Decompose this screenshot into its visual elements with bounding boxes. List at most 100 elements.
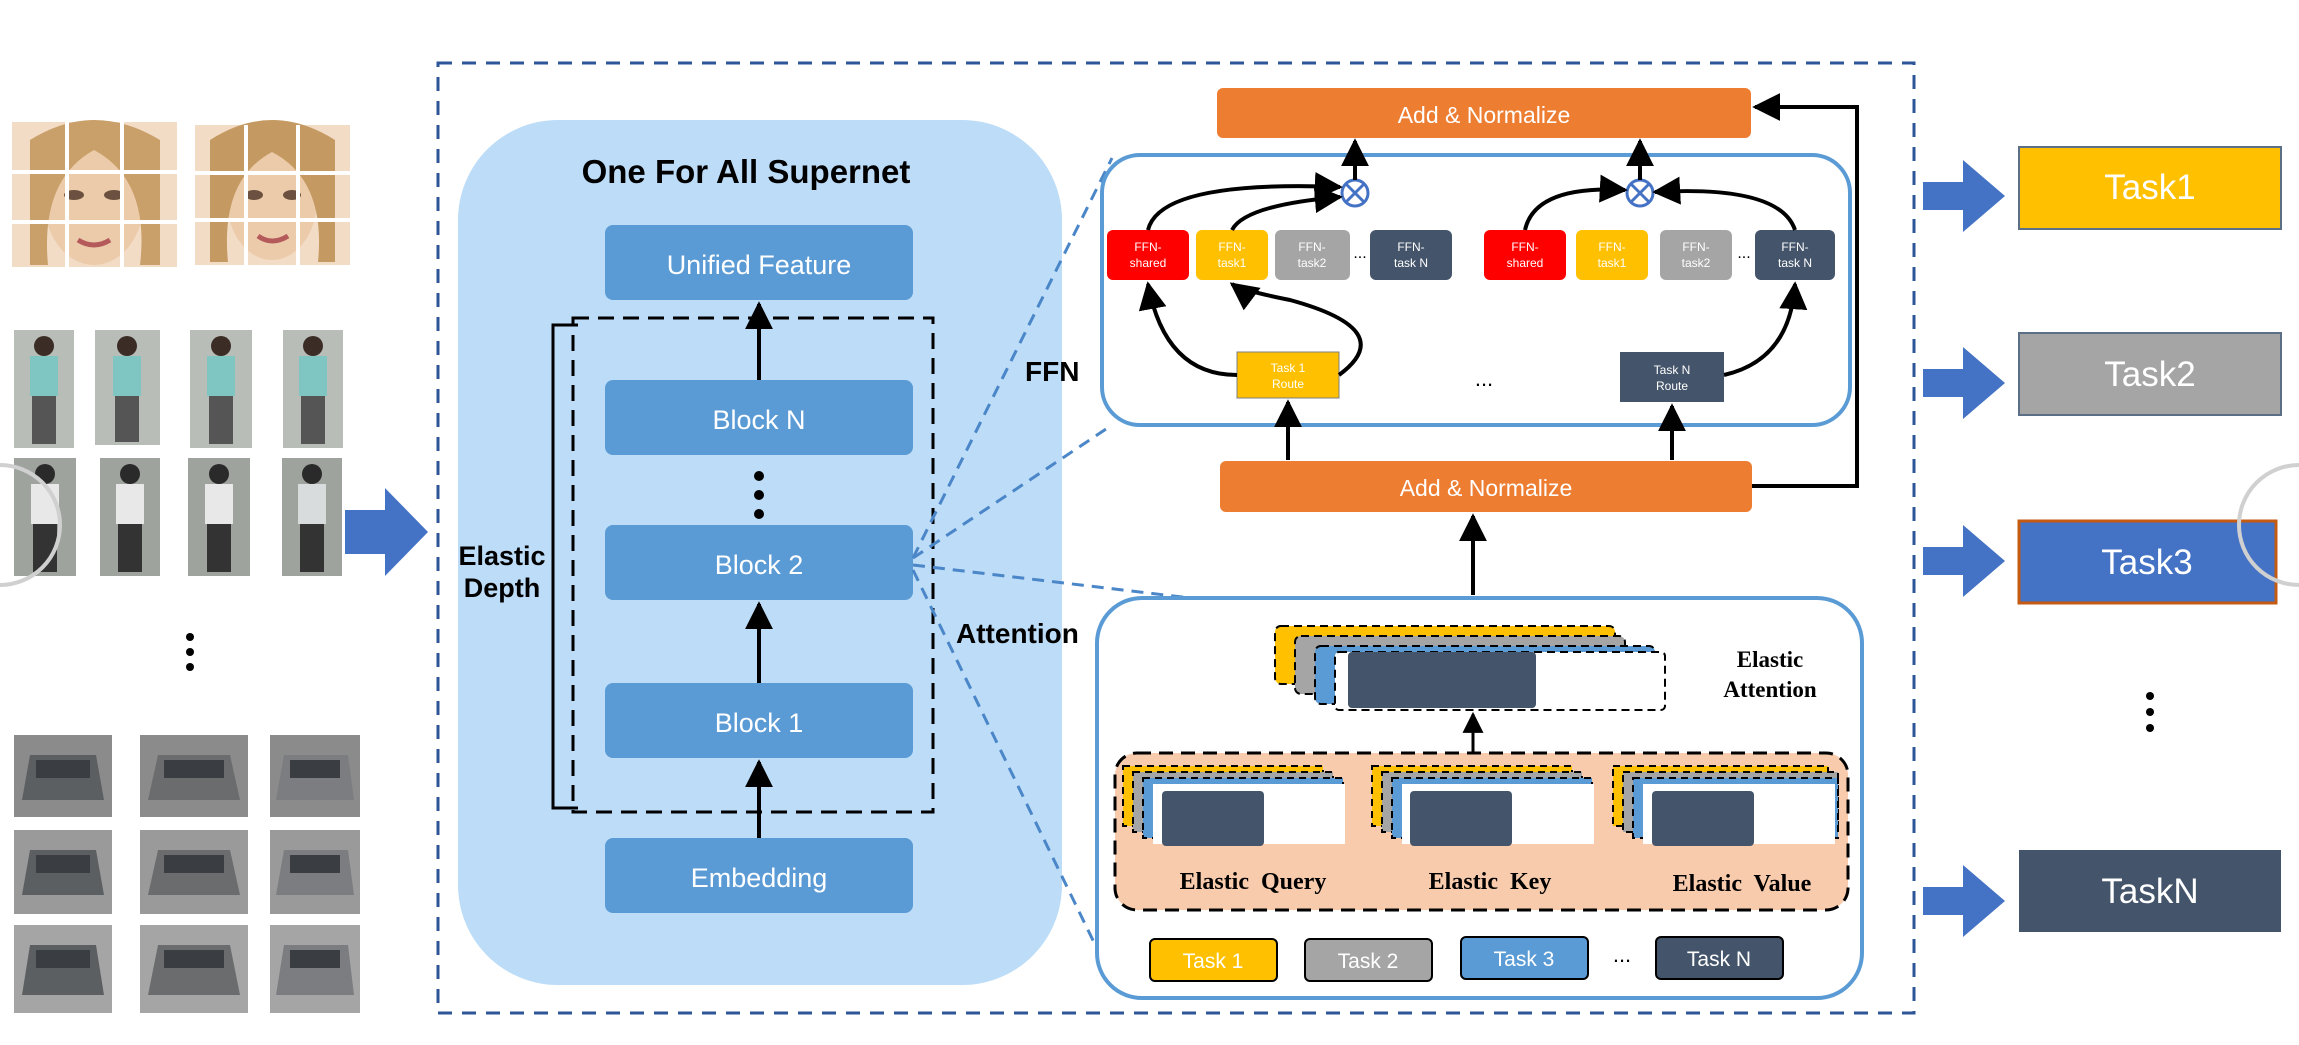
add-normalize-mid-label: Add & Normalize — [1400, 475, 1573, 501]
legend-task-n: Task N — [1687, 948, 1751, 971]
task3-label: Task3 — [2101, 543, 2192, 582]
task2-label: Task2 — [2104, 355, 2195, 394]
model-frame — [436, 61, 1916, 1015]
ffn-right-taskn-l2: task N — [1778, 256, 1812, 270]
elastic-depth-label-2: Depth — [464, 573, 541, 603]
arrow-shared-to-mult — [1146, 172, 1343, 231]
taskn-route-l2: Route — [1656, 379, 1688, 393]
multiply-node-left — [1340, 178, 1370, 208]
elastic-depth-label-1: Elastic — [458, 541, 545, 571]
arrow-shared-r-to-mult — [1523, 174, 1628, 231]
ffn-label: FFN — [1025, 356, 1079, 387]
ffn-right-ellipsis: ... — [1737, 245, 1750, 262]
task2-box — [2018, 332, 2282, 416]
ffn-right-task2-l2: task2 — [1682, 256, 1711, 270]
attention-label: Attention — [956, 618, 1079, 649]
block-dots — [754, 471, 764, 519]
task1-route-l2: Route — [1272, 377, 1304, 391]
person-images-row-2 — [14, 458, 342, 576]
task1-box — [2018, 146, 2282, 230]
legend-task-3: Task 3 — [1494, 948, 1555, 971]
zoom-lines — [911, 157, 1191, 966]
input-more-dots — [186, 633, 194, 671]
ffn-left-task1-l1: FFN- — [1218, 240, 1245, 254]
task1-route-l1: Task 1 — [1271, 361, 1306, 375]
block-1-box — [605, 683, 913, 758]
task3-arrow — [1923, 525, 2005, 597]
ffn-left-experts: FFN- shared FFN- task1 FFN- task2 FFN- t… — [1107, 230, 1452, 280]
ffn-right-task1-l2: task1 — [1598, 256, 1627, 270]
ffn-left-task1-l2: task1 — [1218, 256, 1247, 270]
arrow-residual — [1750, 93, 1859, 488]
ffn-right-shared-l2: shared — [1507, 256, 1544, 270]
ffn-left-task2-l2: task2 — [1298, 256, 1327, 270]
add-normalize-mid-box — [1220, 461, 1752, 512]
supernet-panel: One For All Supernet Unified Feature Blo… — [458, 120, 1062, 985]
elastic-attention-l1: Elastic — [1737, 647, 1803, 672]
ffn-left-taskn-l1: FFN- — [1397, 240, 1424, 254]
taskn-route-box — [1620, 352, 1724, 402]
elastic-value-stack — [1612, 765, 1839, 846]
elastic-key-stack — [1371, 765, 1594, 846]
output-tasks: Task1 Task2 Task3 TaskN — [1923, 146, 2299, 937]
ffn-right-taskn-l1: FFN- — [1781, 240, 1808, 254]
task3-box — [2017, 519, 2278, 605]
arrow-task1-to-mult — [1230, 185, 1343, 232]
elastic-value-label: Elastic Value — [1673, 871, 1812, 897]
block-n-box — [605, 380, 913, 455]
ffn-right-task1-l1: FFN- — [1598, 240, 1625, 254]
ffn-left-ellipsis: ... — [1353, 245, 1366, 262]
ffn-right-experts: FFN- shared FFN- task1 FFN- task2 FFN- t… — [1484, 230, 1835, 280]
ffn-routes-ellipsis: ... — [1475, 366, 1493, 391]
carousel-edge-right — [2237, 463, 2299, 587]
elastic-depth-bracket — [551, 323, 578, 810]
legend-task-1: Task 1 — [1183, 950, 1244, 973]
block-n-label: Block N — [712, 405, 805, 435]
block-1-label: Block 1 — [715, 708, 804, 738]
multiply-node-right — [1625, 178, 1655, 208]
face-image-2 — [195, 120, 350, 265]
arrow-taskn-to-mult — [1652, 176, 1797, 231]
elastic-attention-stack — [1274, 625, 1666, 711]
elastic-key-label: Elastic Key — [1429, 869, 1552, 895]
car-images — [14, 735, 360, 1013]
block-2-box — [605, 525, 913, 600]
task1-label: Task1 — [2104, 168, 2195, 207]
add-normalize-top-box — [1217, 88, 1751, 138]
face-image-1 — [12, 120, 177, 267]
arrow-route1-to-task1 — [1229, 282, 1363, 377]
legend-ellipsis: ... — [1613, 942, 1631, 967]
input-images — [0, 120, 360, 1013]
output-more-dots — [2146, 692, 2154, 732]
input-arrow — [345, 488, 428, 576]
task2-arrow — [1923, 347, 2005, 419]
task1-arrow — [1923, 160, 2005, 232]
taskn-label: TaskN — [2101, 872, 2198, 911]
ffn-left-shared-l2: shared — [1130, 256, 1167, 270]
person-images-row-1 — [14, 330, 343, 448]
supernet-title: One For All Supernet — [582, 153, 911, 190]
embedding-label: Embedding — [691, 863, 828, 893]
ffn-right-shared-l1: FFN- — [1511, 240, 1538, 254]
task-legend: Task 1 Task 2 Task 3 ... Task N — [1149, 936, 1784, 982]
elastic-query-stack — [1122, 765, 1345, 846]
embedding-box — [605, 838, 913, 913]
ffn-left-task2-l1: FFN- — [1298, 240, 1325, 254]
block-2-label: Block 2 — [715, 550, 804, 580]
attention-panel: Elastic Attention Elastic Query E — [1095, 596, 1864, 1000]
taskn-box — [2019, 850, 2281, 932]
ffn-left-taskn-l2: task N — [1394, 256, 1428, 270]
taskn-route-l1: Task N — [1654, 363, 1691, 377]
elastic-attention-l2: Attention — [1723, 677, 1816, 702]
ffn-panel: Add & Normalize FFN- shared FFN- task1 F… — [1100, 88, 1859, 595]
arrow-routen-to-taskn — [1723, 281, 1808, 377]
elastic-query-label: Elastic Query — [1180, 869, 1327, 895]
add-normalize-top-label: Add & Normalize — [1398, 102, 1571, 128]
legend-task-2: Task 2 — [1338, 950, 1399, 973]
ffn-right-task2-l1: FFN- — [1682, 240, 1709, 254]
arrow-route1-to-shared — [1138, 281, 1238, 377]
task1-route-box — [1236, 351, 1340, 399]
unified-feature-label: Unified Feature — [667, 250, 852, 280]
